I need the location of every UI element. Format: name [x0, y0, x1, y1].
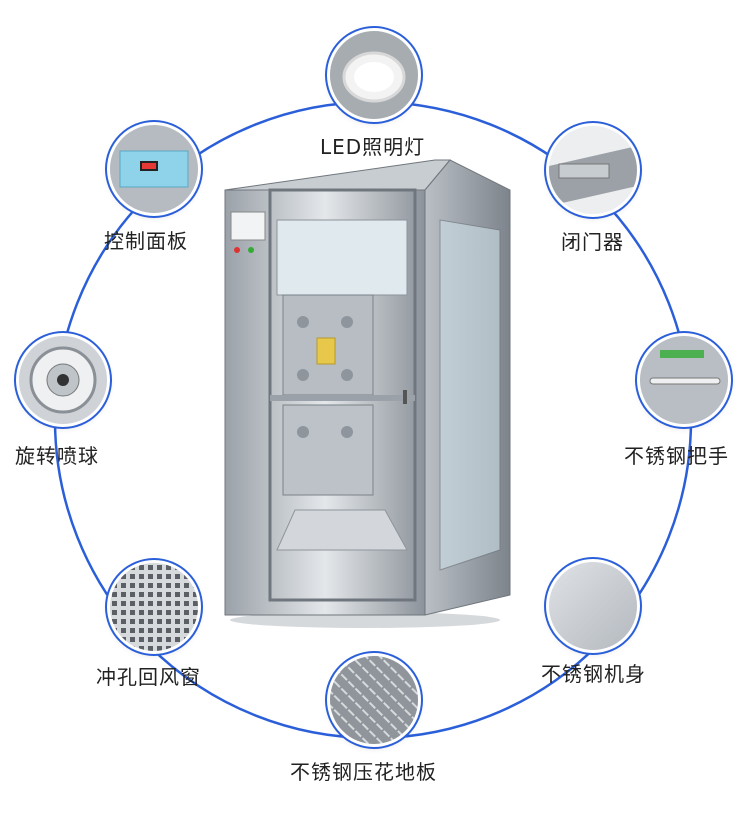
door-closer-icon [549, 126, 637, 214]
feature-label: 不锈钢机身 [541, 662, 646, 686]
feature-label: 闭门器 [561, 230, 624, 254]
feature-label: 不锈钢压花地板 [290, 760, 437, 784]
embossed-floor-icon [330, 656, 418, 744]
feature-label: 控制面板 [104, 229, 188, 253]
feature-label: LED照明灯 [320, 135, 426, 159]
led-light-icon [330, 31, 418, 119]
steel-body-icon [549, 562, 637, 650]
perforated-vent-icon [110, 563, 198, 651]
feature-label: 冲孔回风窗 [96, 665, 201, 689]
feature-label: 旋转喷球 [15, 444, 99, 468]
air-shower-product-image [224, 159, 511, 628]
feature-label: 不锈钢把手 [624, 444, 729, 468]
rotating-nozzle-icon [19, 336, 107, 424]
handle-icon [640, 336, 728, 424]
control-panel-icon [110, 125, 198, 213]
